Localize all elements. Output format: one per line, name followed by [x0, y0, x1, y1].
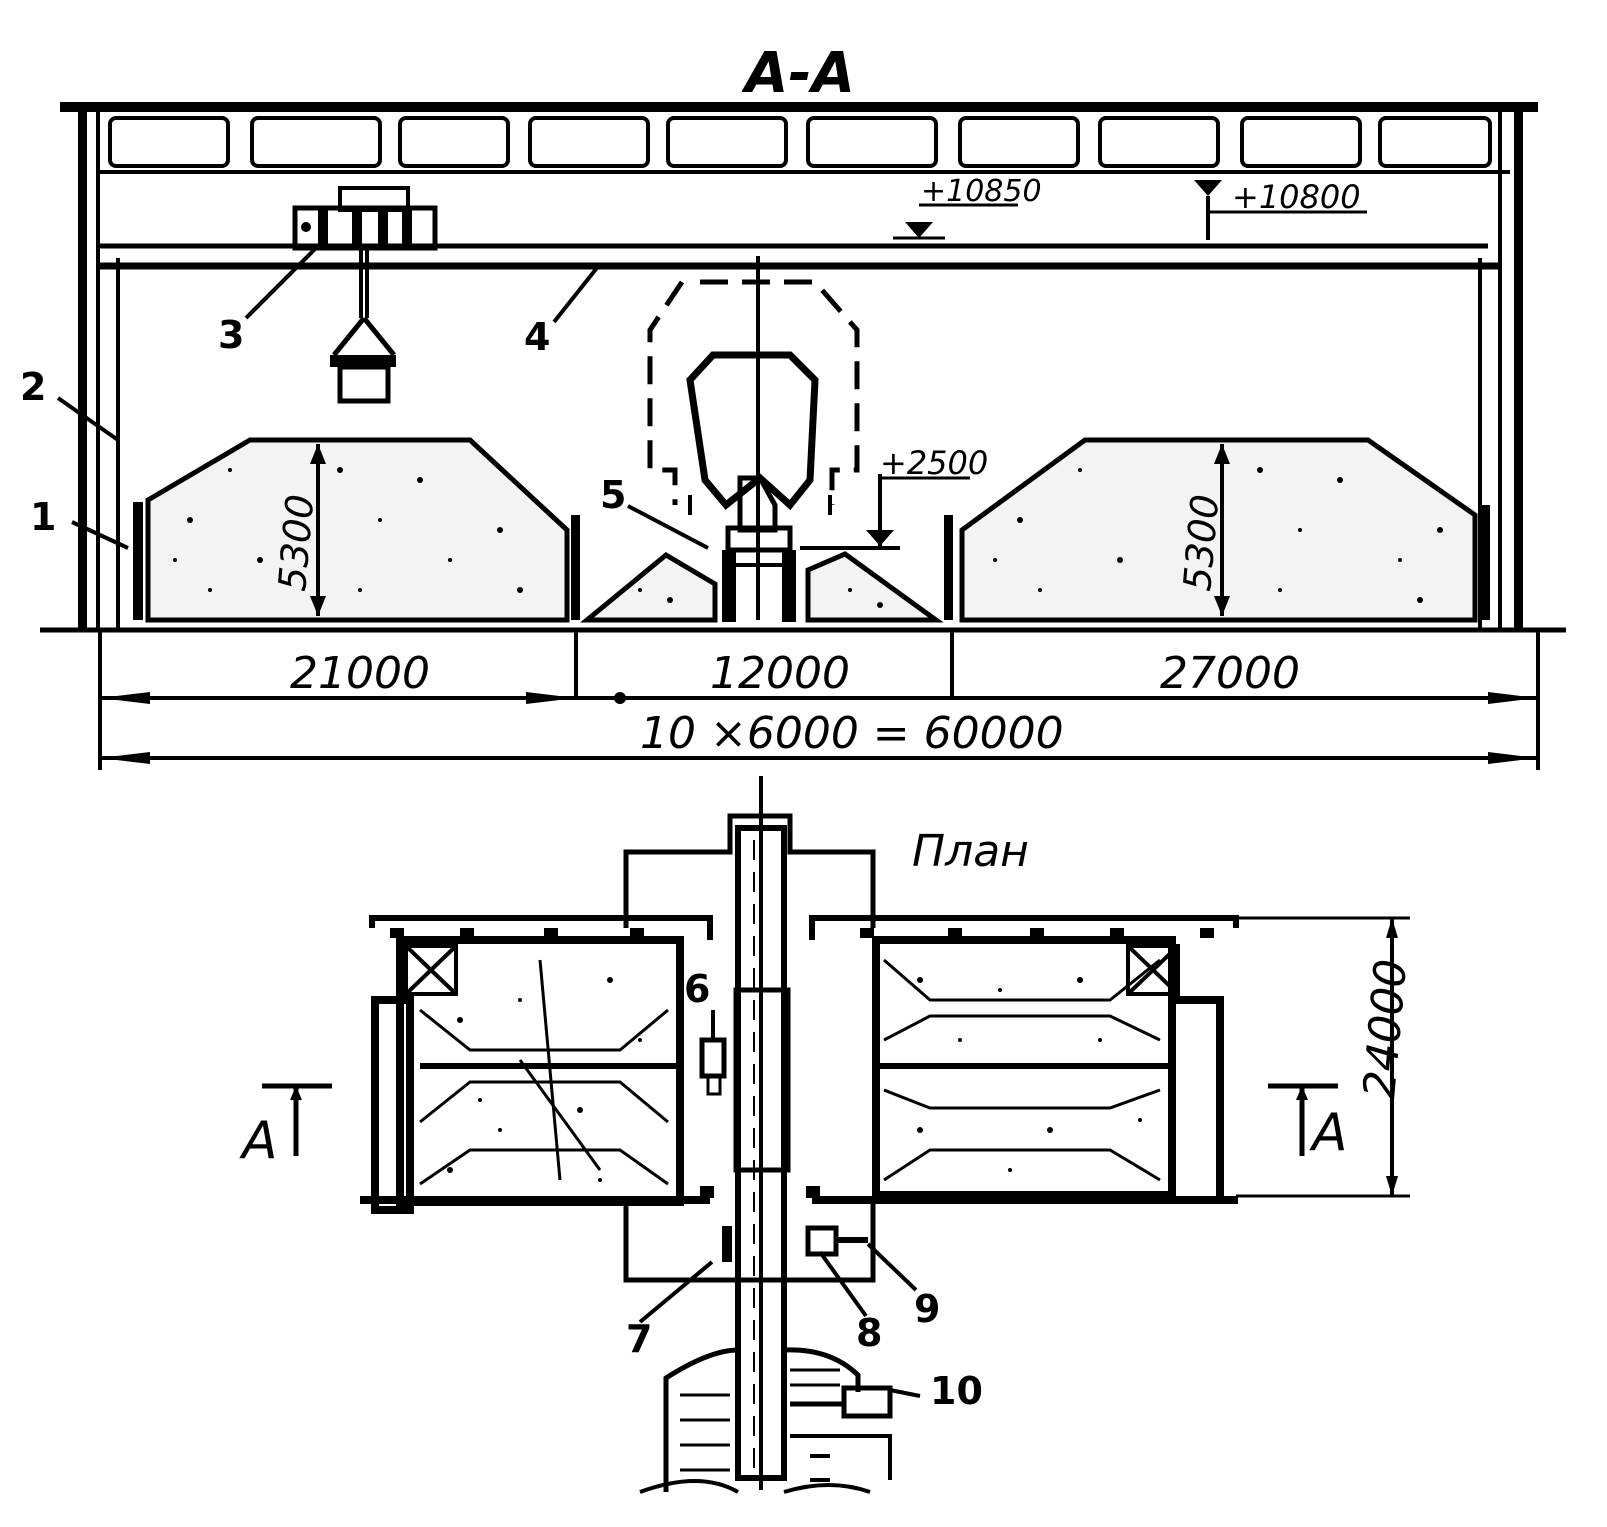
conveyor-belt	[733, 776, 791, 1490]
cut-mark-left-label: А	[239, 1111, 278, 1171]
plan-equipment	[699, 1010, 893, 1419]
callout-3: 3	[218, 313, 244, 357]
conveyor-gallery-top	[623, 813, 876, 928]
plan-bottom-wall	[360, 1186, 1238, 1204]
callout-8: 8	[856, 1311, 882, 1355]
pile-height-dim-left: 5300	[270, 444, 326, 616]
span-middle-label: 12000	[710, 648, 850, 699]
pile-right	[959, 437, 1478, 623]
callout-6: 6	[684, 967, 710, 1011]
plan-bin-left	[371, 936, 684, 1214]
elevation-marker-truss: +10850	[893, 174, 1042, 240]
bin-wall-center-right	[944, 515, 953, 620]
pile-height-right-label: 5300	[1175, 493, 1227, 593]
plan-width-label: 24000	[1354, 957, 1417, 1101]
pile-center-right	[805, 551, 944, 623]
callout-5: 5	[600, 473, 626, 517]
roof-panels	[108, 116, 1492, 168]
elevation-crane-label: +10800	[1232, 178, 1361, 216]
pile-left	[145, 437, 570, 623]
span-right-label: 27000	[1160, 648, 1300, 699]
callout-10: 10	[930, 1369, 983, 1413]
plan-width-dim: 24000	[1236, 916, 1417, 1198]
bin-wall-left	[133, 502, 143, 620]
crane-trolley	[292, 186, 438, 404]
pile-texture	[173, 467, 1443, 608]
pile-height-dim-right: 5300	[1175, 444, 1230, 616]
bin-wall-center-left	[571, 515, 580, 620]
section-title: А-А	[741, 41, 855, 106]
section-view: А-А	[20, 41, 1566, 770]
plan-callouts: 6 7 8 9 10	[626, 967, 983, 1413]
section-cut-left: А	[239, 1083, 332, 1171]
plan-view: План	[239, 776, 1417, 1494]
plan-title: План	[912, 826, 1029, 877]
pile-height-left-label: 5300	[270, 493, 322, 593]
callout-4: 4	[524, 315, 550, 359]
elevation-marker-hopper: +2500	[800, 444, 988, 550]
conveyor-gallery-bottom	[623, 1198, 876, 1283]
callout-2: 2	[20, 365, 46, 409]
total-length-label: 10 ×6000 = 60000	[640, 708, 1064, 759]
unloading-hopper	[647, 256, 860, 622]
cut-mark-right-label: А	[1309, 1103, 1348, 1163]
span-left-label: 21000	[290, 648, 430, 699]
equipment-6-box	[699, 1037, 727, 1079]
plan-bin-right	[872, 936, 1224, 1204]
outer-wall-left	[78, 108, 87, 630]
elevation-marker-crane: +10800	[1194, 178, 1367, 240]
callout-7: 7	[626, 1317, 652, 1361]
plan-lower-building	[639, 1347, 892, 1494]
outer-wall-right	[1514, 108, 1523, 630]
bin-wall-right	[1478, 505, 1490, 620]
equipment-7	[722, 1226, 732, 1262]
elevation-hopper-label: +2500	[880, 444, 988, 482]
elevation-truss-label: +10850	[921, 174, 1042, 209]
roof-beam	[60, 102, 1538, 112]
equipment-8	[805, 1225, 839, 1257]
section-callouts: 1 2 3 4 5	[20, 244, 709, 550]
pile-center-left	[580, 551, 718, 623]
section-cut-right: А	[1268, 1083, 1348, 1163]
span-dimensions: 21000 12000 27000 10 ×6000 = 60000	[98, 630, 1540, 770]
callout-9: 9	[914, 1287, 940, 1331]
equipment-10	[841, 1385, 893, 1419]
plan-top-wall	[369, 915, 1239, 940]
callout-1: 1	[30, 495, 56, 539]
